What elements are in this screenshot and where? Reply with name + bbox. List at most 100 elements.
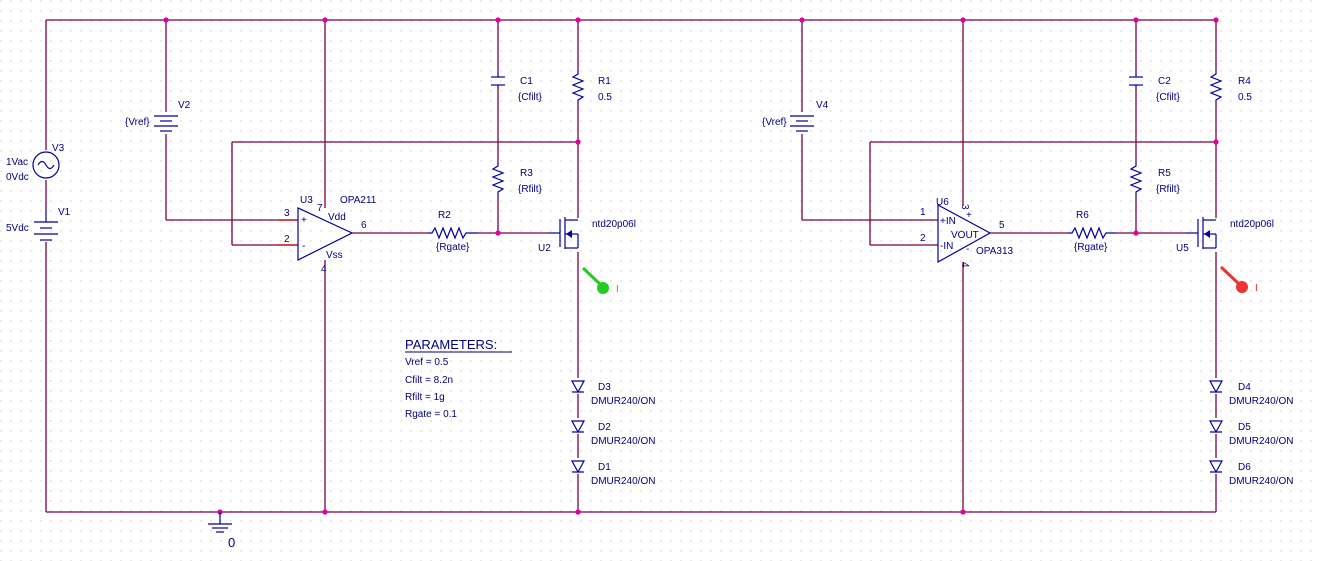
wires [45, 19, 1217, 513]
u3-part: OPA211 [340, 195, 377, 206]
mosfet-u2[interactable]: ntd20p06l U2 [538, 217, 636, 254]
u6-ref: U6 [936, 197, 949, 208]
probe-right-label: I [1255, 283, 1258, 294]
opamp-u3[interactable]: U3 OPA211 7 Vdd Vss 3 2 + - 6 4 [278, 195, 377, 275]
capacitor-c1[interactable]: C1 {Cfilt} [491, 72, 543, 103]
diode-d3[interactable]: D3 DMUR240/ON [570, 380, 655, 407]
u6-pin4: 4 [959, 262, 970, 268]
d1-part: DMUR240/ON [591, 476, 655, 487]
u6-inp: +IN [940, 216, 956, 227]
u2-part: ntd20p06l [592, 219, 636, 230]
d6-ref: D6 [1238, 462, 1251, 473]
r6-val: {Rgate} [1074, 242, 1108, 253]
u6-minus: - [966, 244, 969, 255]
r4-val: 0.5 [1238, 92, 1252, 103]
source-v1[interactable]: V1 5Vdc [6, 207, 71, 241]
u3-pin4: 4 [321, 264, 327, 275]
u3-pin2: 2 [284, 234, 290, 245]
u2-ref: U2 [538, 243, 551, 254]
d3-part: DMUR240/ON [591, 396, 655, 407]
r3-val: {Rfilt} [518, 184, 543, 195]
capacitor-c2[interactable]: C2 {Cfilt} [1129, 72, 1181, 103]
d5-ref: D5 [1238, 422, 1251, 433]
diode-d4[interactable]: D4 DMUR240/ON [1208, 380, 1293, 407]
r4-ref: R4 [1238, 76, 1251, 87]
resistor-r1[interactable]: R1 0.5 [571, 70, 612, 104]
source-v2[interactable]: V2 {Vref} [125, 100, 191, 132]
u3-minus: - [302, 241, 305, 252]
u6-inn: -IN [940, 241, 953, 252]
r1-ref: R1 [598, 76, 611, 87]
u3-pin6: 6 [361, 220, 367, 231]
mosfet-u5[interactable]: ntd20p06l U5 [1176, 217, 1274, 254]
u6-plus: + [966, 210, 972, 221]
resistor-r2[interactable]: R2 {Rgate} [428, 210, 478, 253]
d1-ref: D1 [598, 462, 611, 473]
u6-pin5: 5 [999, 220, 1005, 231]
v1-ref: V1 [58, 207, 71, 218]
u6-pin1: 1 [920, 207, 926, 218]
r5-ref: R5 [1158, 168, 1171, 179]
v3-dc: 0Vdc [6, 172, 29, 183]
v4-val: {Vref} [762, 117, 787, 128]
d2-ref: D2 [598, 422, 611, 433]
current-probe-left[interactable]: I [581, 266, 619, 295]
u6-pin2: 2 [920, 233, 926, 244]
junctions [163, 17, 1219, 515]
u5-ref: U5 [1176, 243, 1189, 254]
ground-label: 0 [228, 535, 235, 550]
c2-ref: C2 [1158, 76, 1171, 87]
c2-val: {Cfilt} [1156, 92, 1181, 103]
r2-val: {Rgate} [436, 242, 470, 253]
c1-ref: C1 [520, 76, 533, 87]
d4-ref: D4 [1238, 382, 1251, 393]
u3-vss: Vss [326, 250, 343, 261]
param-line-cfilt: Cfilt = 8.2n [405, 375, 453, 386]
opamp-u6[interactable]: U6 +IN -IN VOUT 1 2 5 3 4 + - OPA313 [920, 197, 1013, 268]
u6-part: OPA313 [976, 246, 1013, 257]
probe-left-label: I [616, 284, 619, 295]
diode-d1[interactable]: D1 DMUR240/ON [570, 460, 655, 487]
u6-pin3: 3 [959, 204, 970, 210]
r5-val: {Rfilt} [1156, 184, 1181, 195]
current-probe-right[interactable]: I [1219, 265, 1258, 294]
d6-part: DMUR240/ON [1229, 476, 1293, 487]
d4-part: DMUR240/ON [1229, 396, 1293, 407]
u3-vdd: Vdd [328, 212, 346, 223]
v3-ref: V3 [52, 143, 65, 154]
diode-d2[interactable]: D2 DMUR240/ON [570, 420, 655, 447]
param-line-vref: Vref = 0.5 [405, 357, 449, 368]
resistor-r3[interactable]: R3 {Rfilt} [491, 162, 543, 198]
c1-val: {Cfilt} [518, 92, 543, 103]
param-line-rfilt: Rfilt = 1g [405, 392, 445, 403]
r2-ref: R2 [438, 210, 451, 221]
parameters-block[interactable]: PARAMETERS: Vref = 0.5 Cfilt = 8.2n Rfil… [405, 337, 512, 420]
v2-val: {Vref} [125, 117, 150, 128]
u3-pin7: 7 [317, 203, 323, 214]
resistor-r4[interactable]: R4 0.5 [1209, 70, 1252, 104]
u3-ref: U3 [300, 195, 313, 206]
d5-part: DMUR240/ON [1229, 436, 1293, 447]
parameters-title: PARAMETERS: [405, 337, 497, 352]
diode-d6[interactable]: D6 DMUR240/ON [1208, 460, 1293, 487]
v4-ref: V4 [816, 100, 829, 111]
u5-part: ntd20p06l [1230, 219, 1274, 230]
r6-ref: R6 [1076, 210, 1089, 221]
source-v4[interactable]: V4 {Vref} [762, 100, 829, 132]
diode-d5[interactable]: D5 DMUR240/ON [1208, 420, 1293, 447]
resistor-r6[interactable]: R6 {Rgate} [1068, 210, 1116, 253]
source-v3[interactable]: V3 1Vac 0Vdc [6, 143, 65, 183]
d2-part: DMUR240/ON [591, 436, 655, 447]
d3-ref: D3 [598, 382, 611, 393]
param-line-rgate: Rgate = 0.1 [405, 409, 457, 420]
ground-symbol[interactable]: 0 [208, 512, 235, 550]
u6-vout: VOUT [951, 230, 979, 241]
v1-val: 5Vdc [6, 223, 29, 234]
r1-val: 0.5 [598, 92, 612, 103]
v2-ref: V2 [178, 100, 191, 111]
v3-ac: 1Vac [6, 157, 28, 168]
resistor-r5[interactable]: R5 {Rfilt} [1129, 162, 1181, 198]
u3-pin3: 3 [284, 208, 290, 219]
